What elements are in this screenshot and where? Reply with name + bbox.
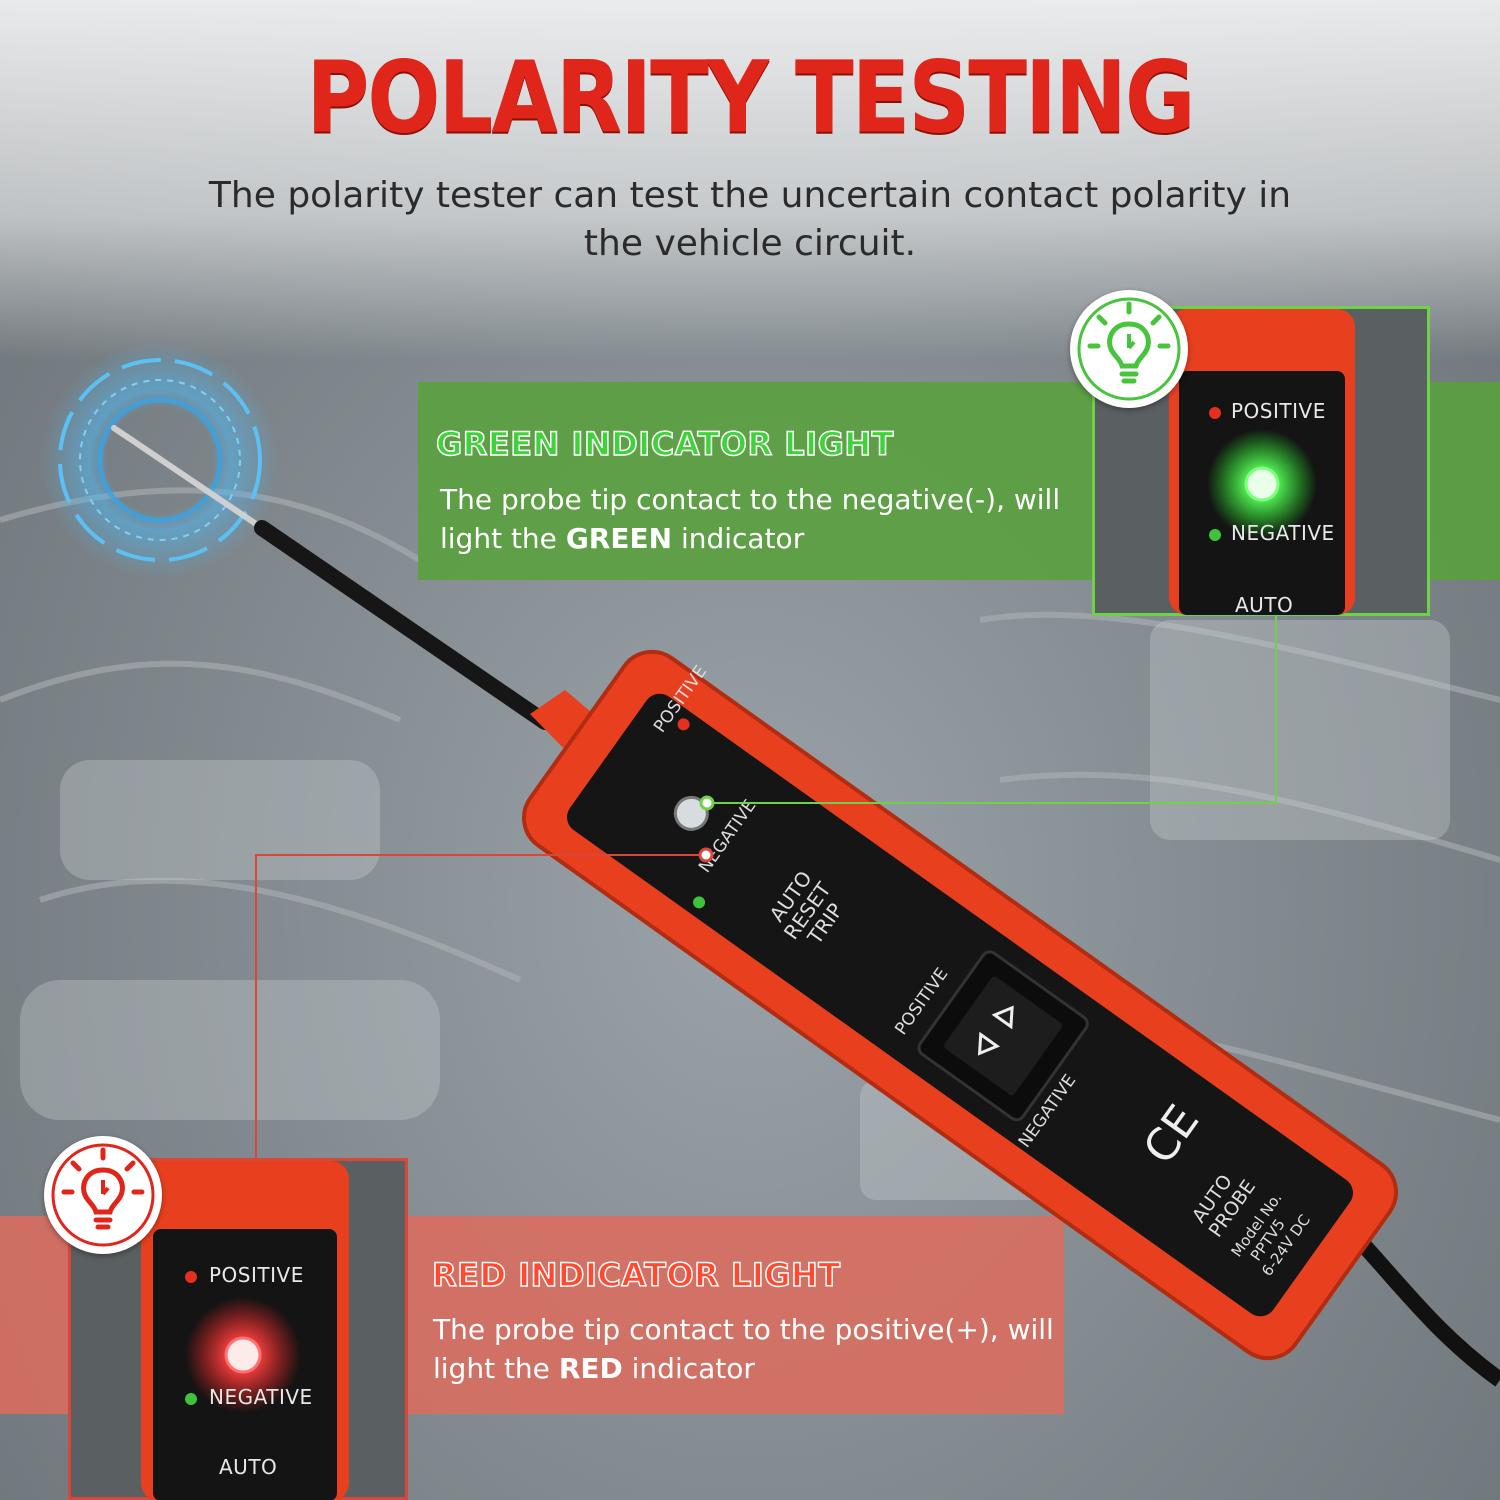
- red-indicator-description: The probe tip contact to the positive(+)…: [433, 1310, 1073, 1388]
- probe-tip: [111, 425, 268, 533]
- green-desc-tail: indicator: [672, 522, 805, 555]
- green-indicator-heading: GREEN INDICATOR LIGHT: [435, 424, 894, 464]
- inset-device-body: POSITIVE NEGATIVE AUTO: [1169, 309, 1355, 617]
- red-info-band-left: [0, 1216, 70, 1414]
- inset-negative-dot: [1209, 529, 1221, 541]
- switch-up-arrow-icon: [991, 1005, 1014, 1030]
- green-info-band-right: [1430, 382, 1500, 580]
- inset-negative-label: NEGATIVE: [209, 1385, 313, 1409]
- inset-positive-dot: [1209, 407, 1221, 419]
- page-subtitle: The polarity tester can test the uncerta…: [208, 175, 1292, 264]
- red-desc-tail: indicator: [622, 1352, 755, 1385]
- green-indicator-description: The probe tip contact to the negative(-)…: [440, 480, 1090, 558]
- switch-down-arrow-icon: [977, 1031, 1001, 1056]
- inset-negative-dot: [185, 1393, 197, 1405]
- inset-positive-label: POSITIVE: [209, 1263, 304, 1287]
- inset-device-body: POSITIVE NEGATIVE AUTO: [141, 1161, 349, 1500]
- red-indicator-heading: RED INDICATOR LIGHT: [431, 1255, 841, 1295]
- inset-device-face: POSITIVE NEGATIVE AUTO: [153, 1229, 337, 1500]
- probe-shaft: [254, 520, 553, 730]
- inset-device-face: POSITIVE NEGATIVE AUTO: [1179, 371, 1345, 617]
- lightbulb-icon: [1077, 297, 1181, 401]
- inset-auto-label: AUTO: [1235, 593, 1294, 617]
- inset-negative-label: NEGATIVE: [1231, 521, 1335, 545]
- inset-auto-label: AUTO: [219, 1455, 278, 1479]
- red-connector-dot: [698, 847, 714, 863]
- green-info-band: [418, 382, 1094, 580]
- green-connector-line: [707, 616, 1277, 804]
- device-body: POSITIVE NEGATIVE AUTO RESET TRIP POSITI…: [522, 649, 1398, 1361]
- red-glow-led: [185, 1297, 301, 1413]
- red-lightbulb-badge: [44, 1136, 162, 1254]
- green-light-inset: POSITIVE NEGATIVE AUTO: [1092, 306, 1430, 617]
- green-lightbulb-badge: [1070, 290, 1188, 408]
- green-glow-led: [1207, 429, 1317, 539]
- top-fade-overlay: [0, 0, 1500, 360]
- red-desc-text: The probe tip contact to the positive(+)…: [433, 1313, 1054, 1385]
- red-light-inset: POSITIVE NEGATIVE AUTO: [68, 1158, 408, 1500]
- inset-positive-dot: [185, 1271, 197, 1283]
- red-connector-line: [255, 854, 706, 1158]
- lightbulb-icon: [51, 1143, 155, 1247]
- inset-positive-label: POSITIVE: [1231, 399, 1326, 423]
- red-info-band: [408, 1216, 1064, 1414]
- red-desc-emphasis: RED: [558, 1352, 623, 1385]
- green-desc-emphasis: GREEN: [565, 522, 673, 555]
- page-title: POLARITY TESTING: [306, 40, 1195, 156]
- negative-led-dot: [693, 896, 706, 909]
- positive-led-dot: [677, 718, 690, 731]
- green-desc-text: The probe tip contact to the negative(-)…: [440, 483, 1061, 555]
- green-connector-dot: [699, 795, 715, 811]
